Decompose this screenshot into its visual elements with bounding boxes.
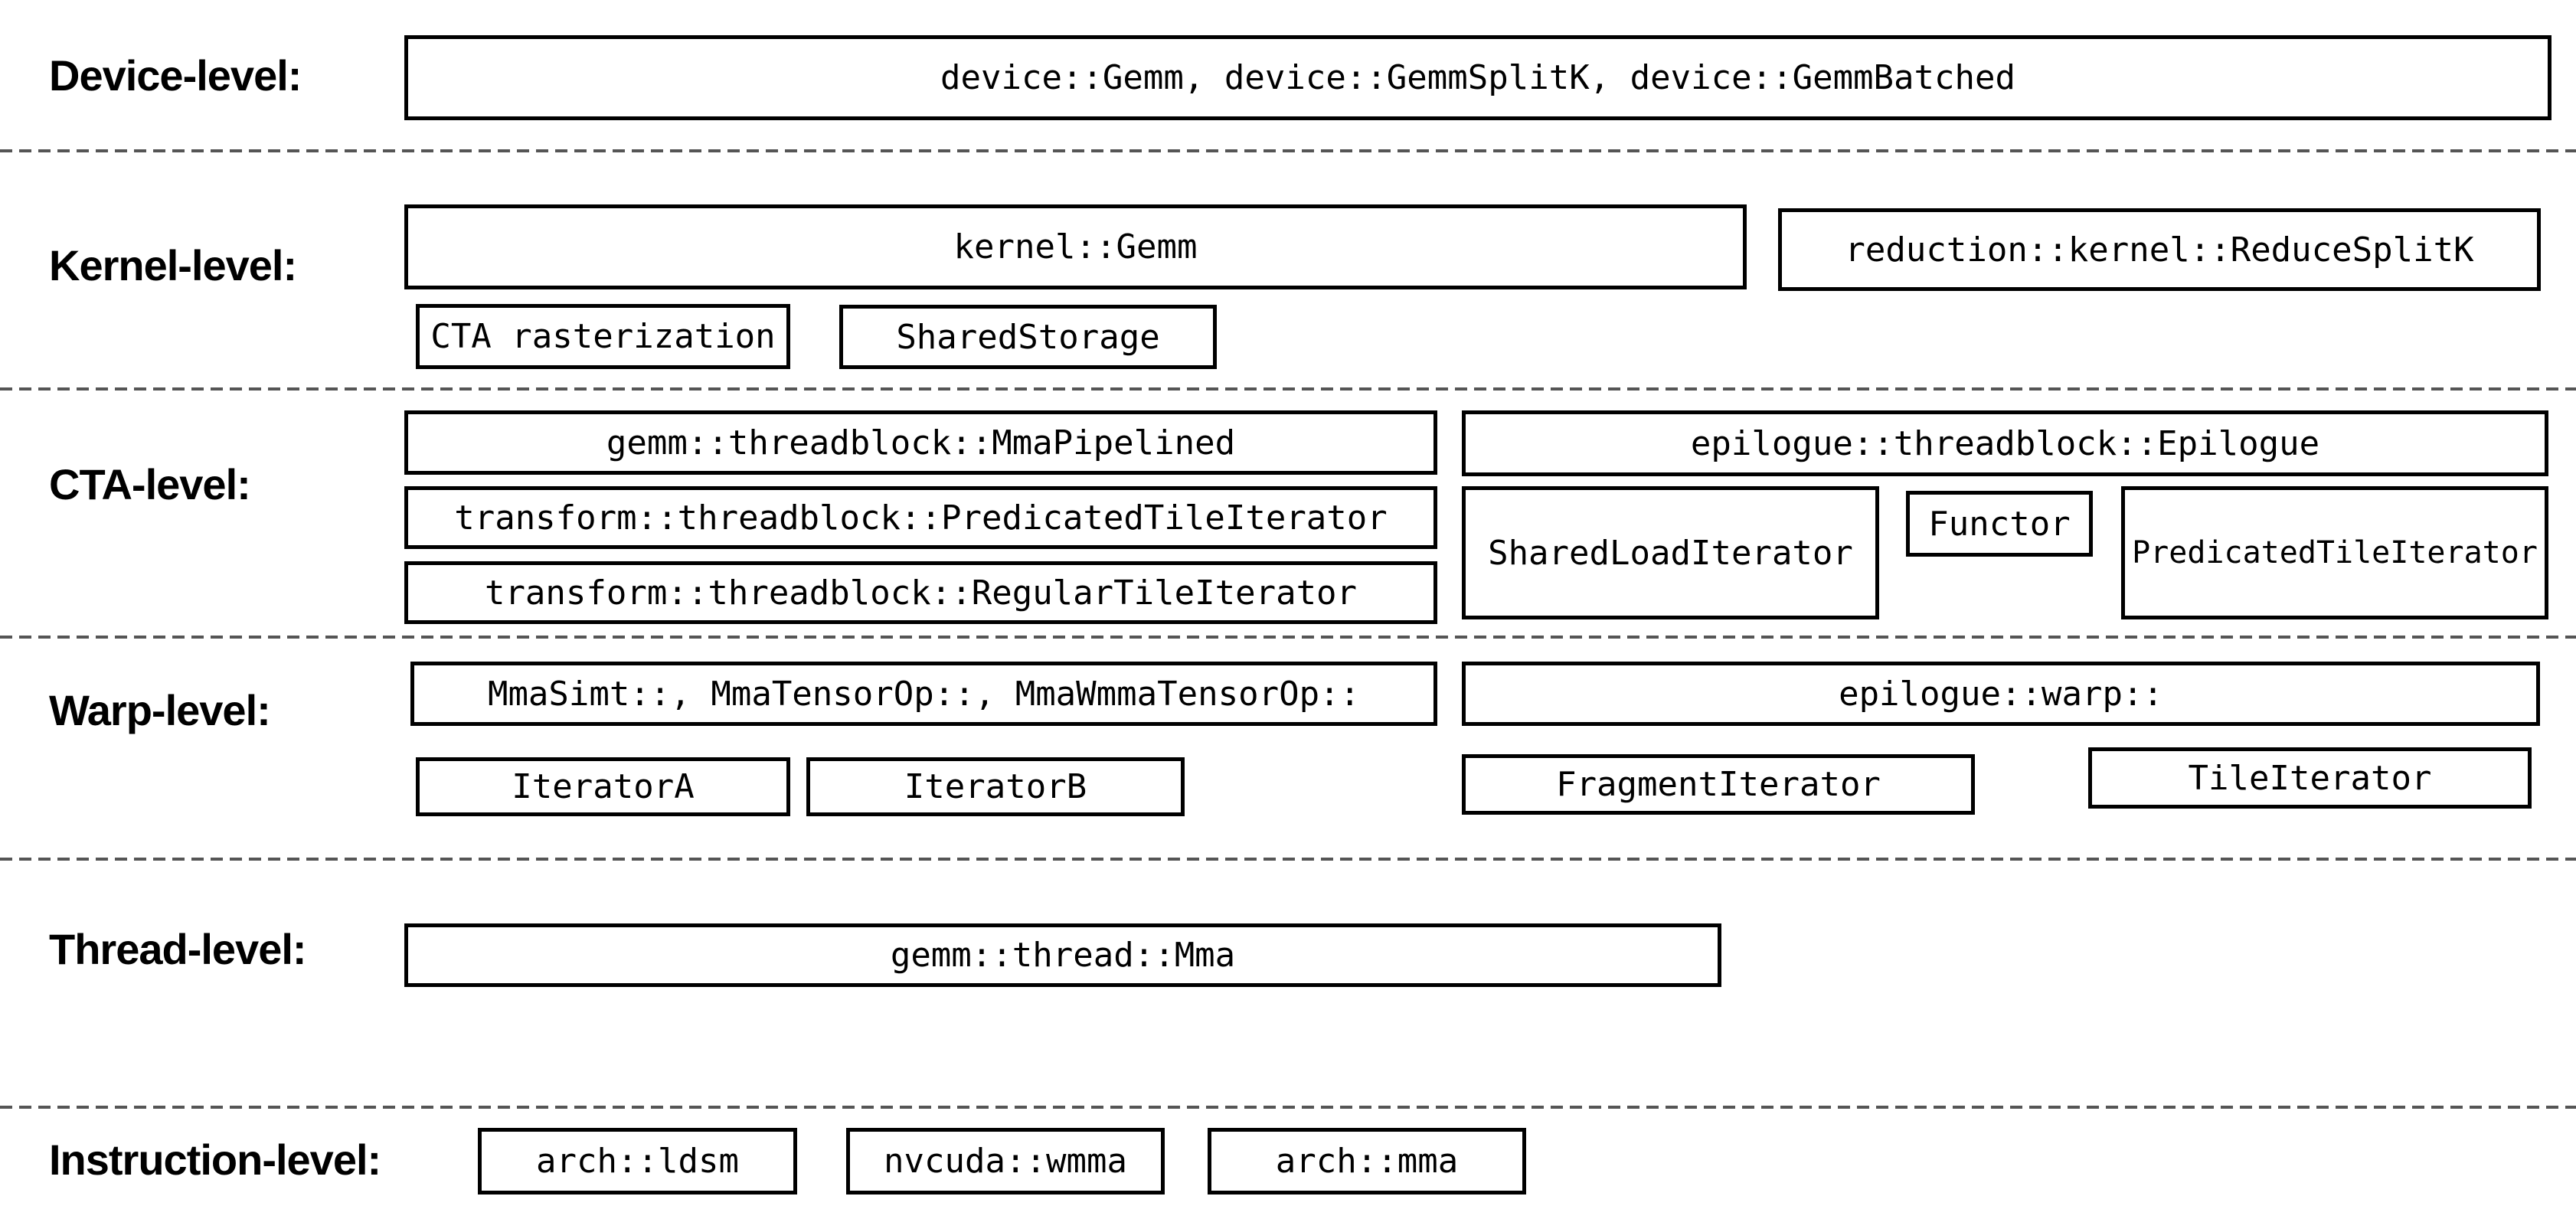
box-functor: Functor: [1906, 491, 2093, 557]
box-cta-rasterization: CTA rasterization: [416, 304, 790, 369]
dashed-separator-warp-thread: [0, 858, 2576, 861]
box-iterator-a: IteratorA: [416, 757, 790, 816]
dashed-separator-device-kernel: [0, 149, 2576, 152]
dashed-separator-thread-instruction: [0, 1106, 2576, 1109]
row-label-thread-level: Thread-level:: [49, 925, 307, 973]
box-arch-mma: arch::mma: [1208, 1128, 1526, 1194]
box-transform-threadblock-predicatedtileiterator: transform::threadblock::PredicatedTileIt…: [404, 486, 1437, 549]
box-reduction-kernel-reducesplitk: reduction::kernel::ReduceSplitK: [1778, 208, 2541, 291]
box-iterator-b: IteratorB: [806, 757, 1185, 816]
dashed-separator-kernel-cta: [0, 387, 2576, 391]
box-gemm-threadblock-mmapipelined: gemm::threadblock::MmaPipelined: [404, 410, 1437, 475]
row-label-warp-level: Warp-level:: [49, 686, 271, 734]
box-device-gemm-family: device::Gemm, device::GemmSplitK, device…: [404, 35, 2551, 120]
box-arch-ldsm: arch::ldsm: [478, 1128, 797, 1194]
row-label-device-level: Device-level:: [49, 51, 302, 100]
box-sharedloaditerator: SharedLoadIterator: [1462, 486, 1879, 619]
box-tileiterator: TileIterator: [2088, 747, 2532, 809]
box-gemm-thread-mma: gemm::thread::Mma: [404, 923, 1721, 987]
box-transform-threadblock-regulartileiterator: transform::threadblock::RegularTileItera…: [404, 561, 1437, 624]
box-epilogue-threadblock-epilogue: epilogue::threadblock::Epilogue: [1462, 410, 2548, 476]
box-epilogue-warp: epilogue::warp::: [1462, 662, 2540, 726]
box-sharedstorage: SharedStorage: [839, 305, 1217, 369]
row-label-instruction-level: Instruction-level:: [49, 1136, 381, 1184]
box-nvcuda-wmma: nvcuda::wmma: [846, 1128, 1165, 1194]
row-label-kernel-level: Kernel-level:: [49, 241, 297, 289]
box-fragmentiterator: FragmentIterator: [1462, 754, 1975, 815]
box-kernel-gemm: kernel::Gemm: [404, 204, 1747, 289]
box-predicatedtileiterator: PredicatedTileIterator: [2121, 486, 2548, 619]
dashed-separator-cta-warp: [0, 636, 2576, 639]
box-warp-mma-variants: MmaSimt::, MmaTensorOp::, MmaWmmaTensorO…: [410, 662, 1437, 726]
row-label-cta-level: CTA-level:: [49, 460, 251, 508]
